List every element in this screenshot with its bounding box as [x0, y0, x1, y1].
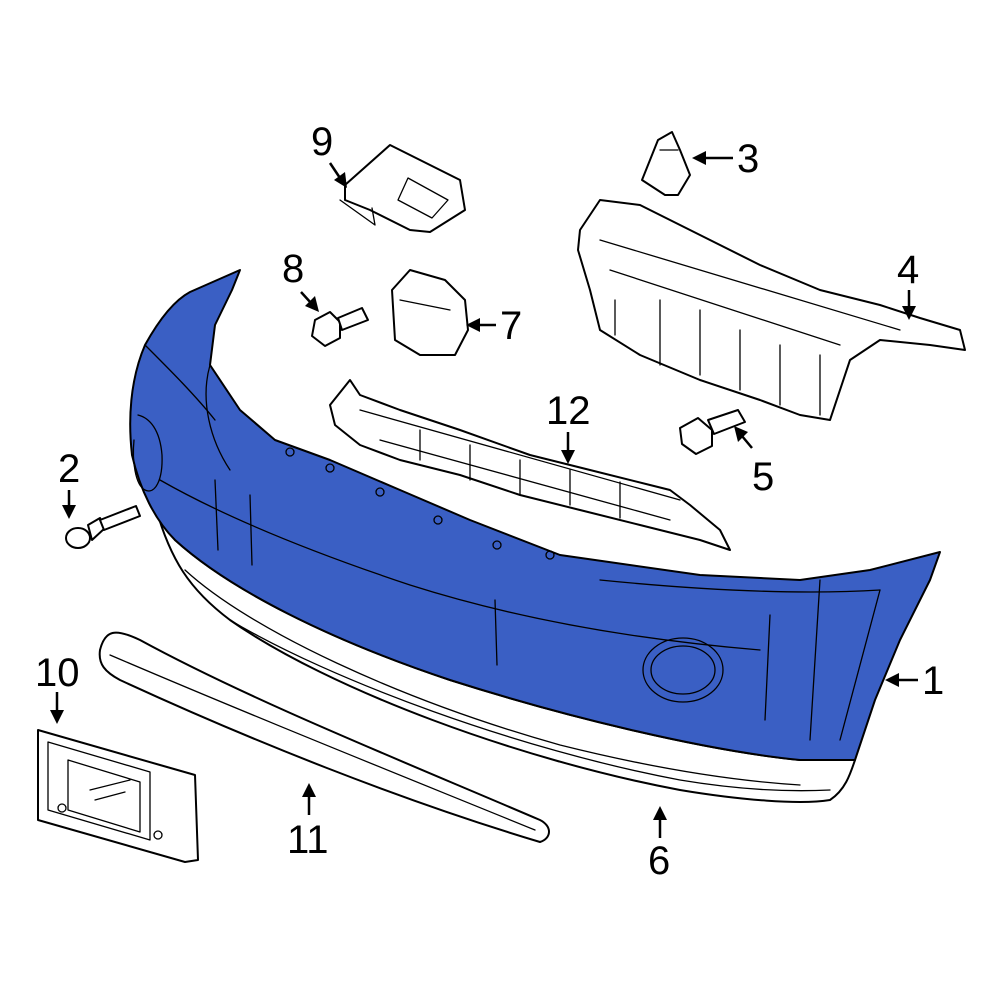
callout-arrows [50, 151, 918, 838]
callout-labels: 1 2 3 4 5 6 7 8 9 10 11 12 [35, 120, 944, 883]
callout-9: 9 [311, 120, 333, 164]
module-part-9 [339, 144, 466, 233]
reinforcement-part-4 [577, 199, 966, 421]
callout-6: 6 [648, 839, 670, 883]
callout-4: 4 [897, 248, 919, 292]
callout-10: 10 [35, 651, 80, 695]
license-bracket-part-10 [37, 729, 199, 863]
callout-8: 8 [282, 247, 304, 291]
callout-7: 7 [500, 304, 522, 348]
callout-12: 12 [546, 389, 591, 433]
bolt-part-5 [679, 409, 746, 455]
callout-5: 5 [752, 455, 774, 499]
callout-2: 2 [58, 447, 80, 491]
callout-3: 3 [737, 137, 759, 181]
bracket-part-7 [391, 269, 469, 356]
callout-11: 11 [287, 818, 329, 862]
callout-1: 1 [922, 659, 944, 703]
absorber-bracket-part-12 [329, 379, 731, 551]
bolt-part-8 [311, 307, 369, 347]
grille-strip-part-11 [98, 631, 550, 843]
bumper-cover-part-1 [129, 269, 941, 761]
push-pin-part-2 [65, 505, 141, 549]
push-clip-part-3 [641, 131, 691, 196]
